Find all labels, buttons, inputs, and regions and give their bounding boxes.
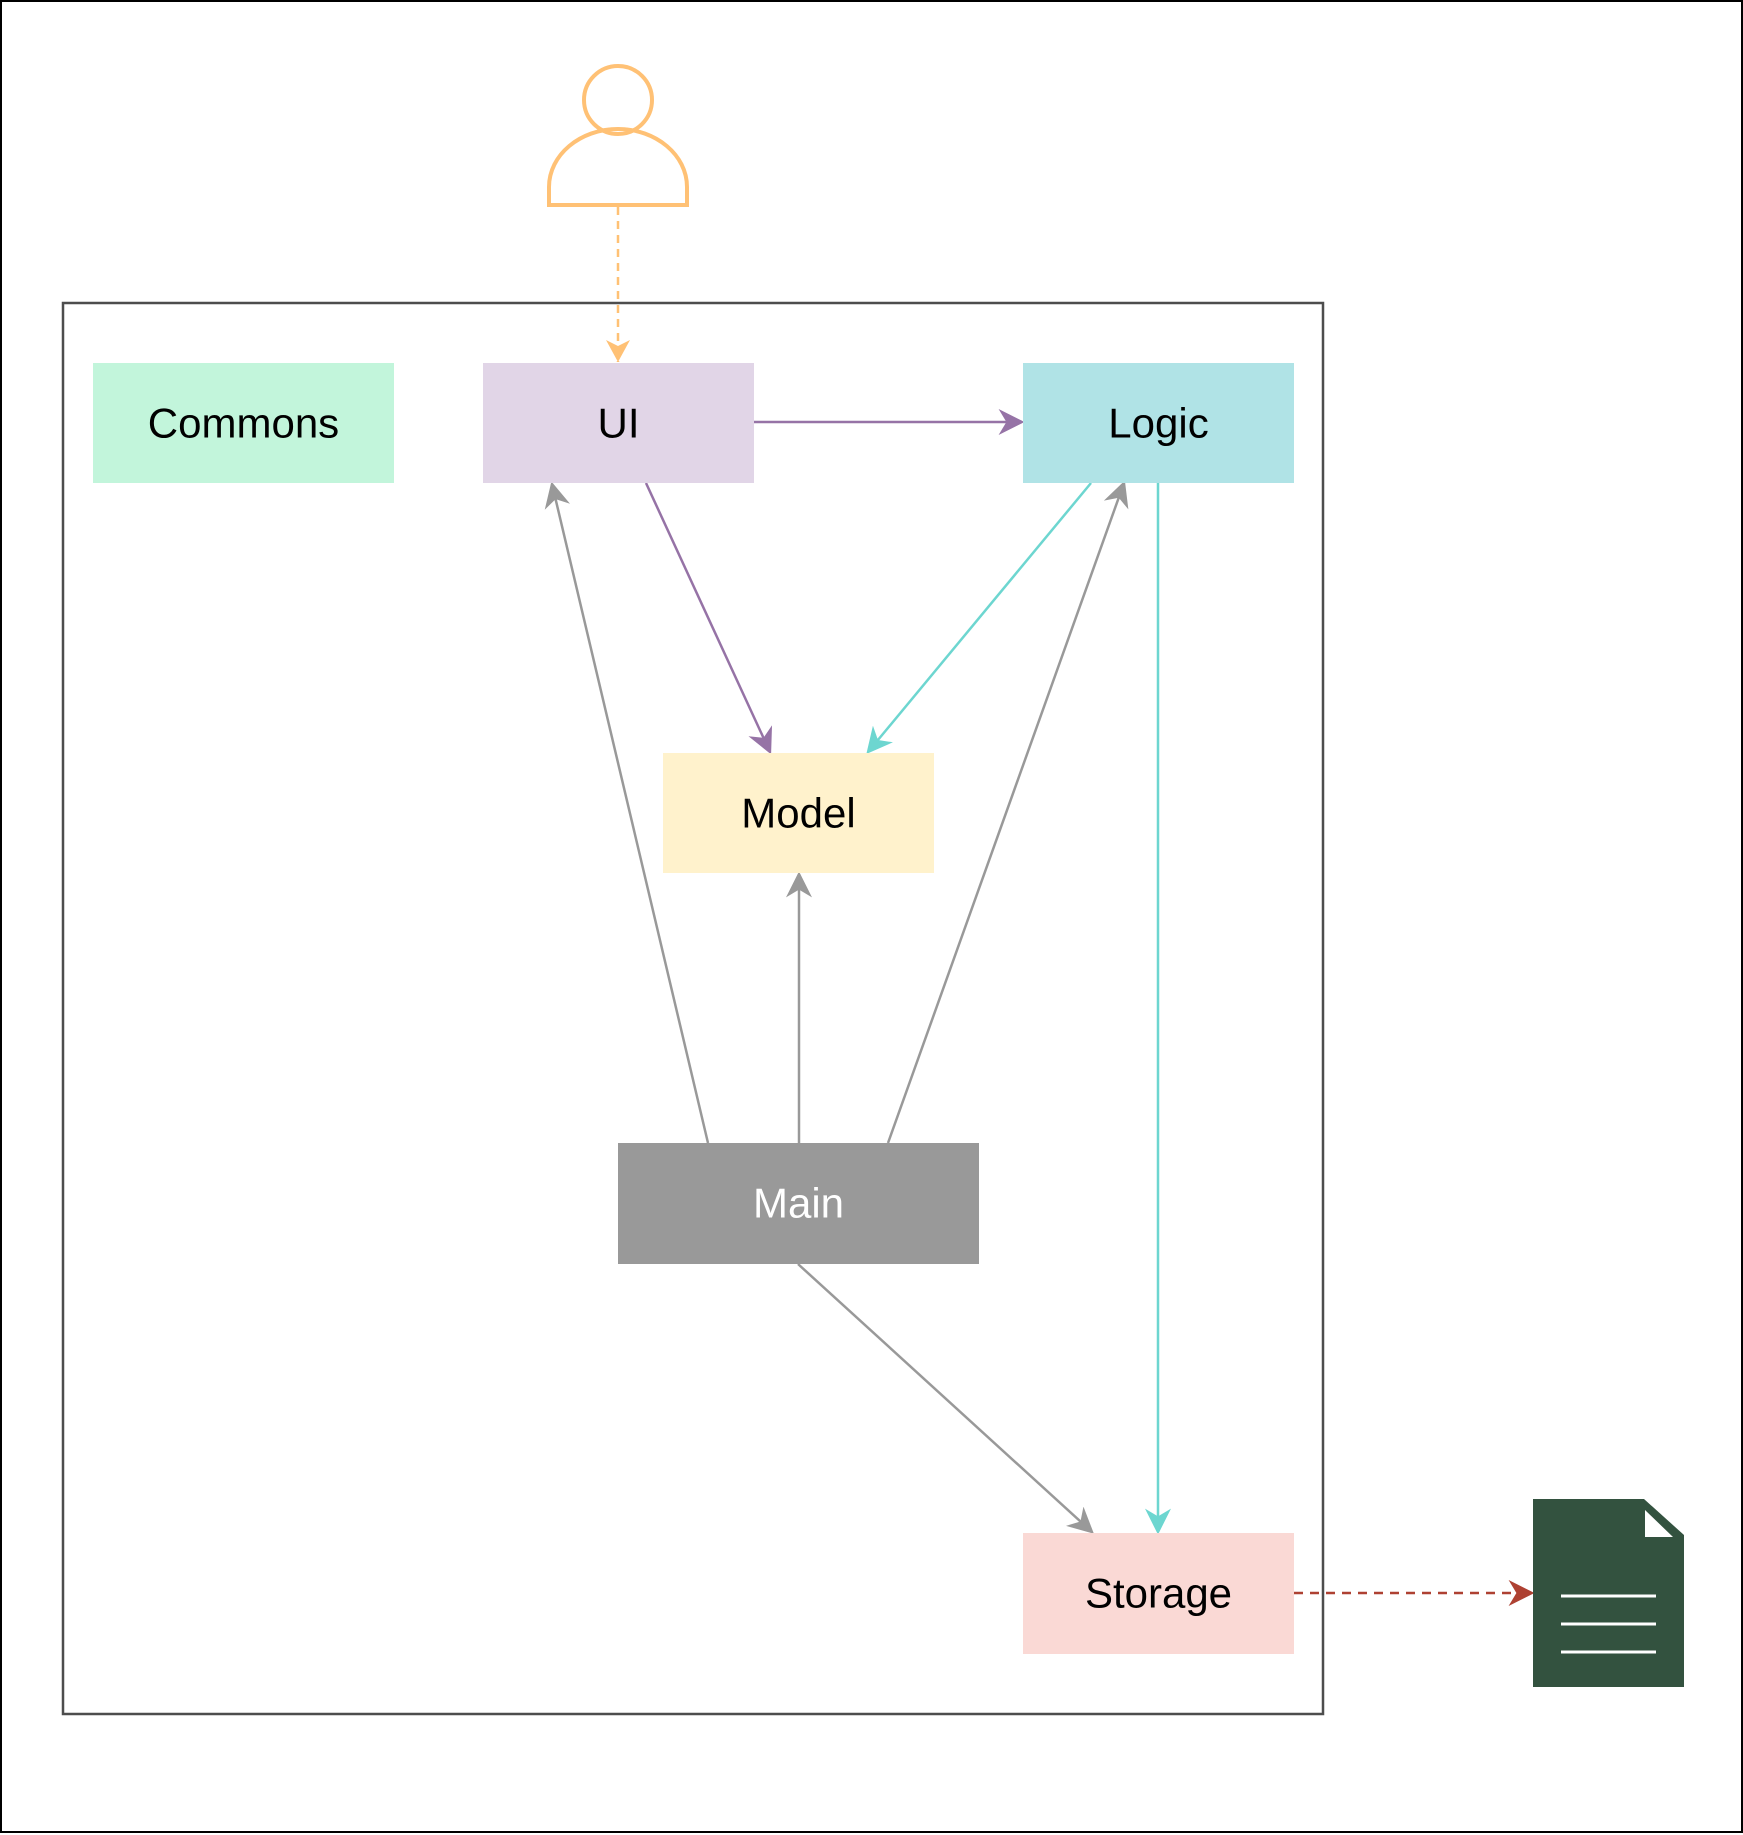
storage-box xyxy=(1023,1533,1294,1654)
logic-box xyxy=(1023,363,1294,483)
main-component: Main xyxy=(618,1143,979,1264)
ui-to-model-arrow xyxy=(644,482,773,755)
user-icon xyxy=(547,64,689,207)
storage-component: Storage xyxy=(1023,1533,1294,1654)
model-label: Model xyxy=(741,790,855,837)
commons-box xyxy=(93,363,394,483)
model-box xyxy=(663,753,934,873)
logic-component: Logic xyxy=(1023,363,1294,483)
main-box xyxy=(618,1143,979,1264)
commons-component: Commons xyxy=(93,363,394,483)
main-to-ui-arrow xyxy=(544,481,710,1144)
logic-to-model-arrow xyxy=(866,482,1092,755)
ui-label: UI xyxy=(598,400,640,447)
main-label: Main xyxy=(753,1180,844,1227)
connections xyxy=(544,207,1535,1606)
document-icon xyxy=(1533,1499,1684,1687)
main-to-storage-arrow xyxy=(797,1263,1094,1534)
commons-label: Commons xyxy=(148,400,339,447)
ui-box xyxy=(483,363,754,483)
user-to-ui-arrowhead xyxy=(606,340,630,362)
logic-label: Logic xyxy=(1108,400,1208,447)
storage-label: Storage xyxy=(1085,1570,1232,1617)
ui-component: UI xyxy=(483,363,754,483)
main-to-logic-arrow xyxy=(886,480,1129,1144)
model-component: Model xyxy=(663,753,934,873)
system-boundary xyxy=(61,301,1325,1716)
